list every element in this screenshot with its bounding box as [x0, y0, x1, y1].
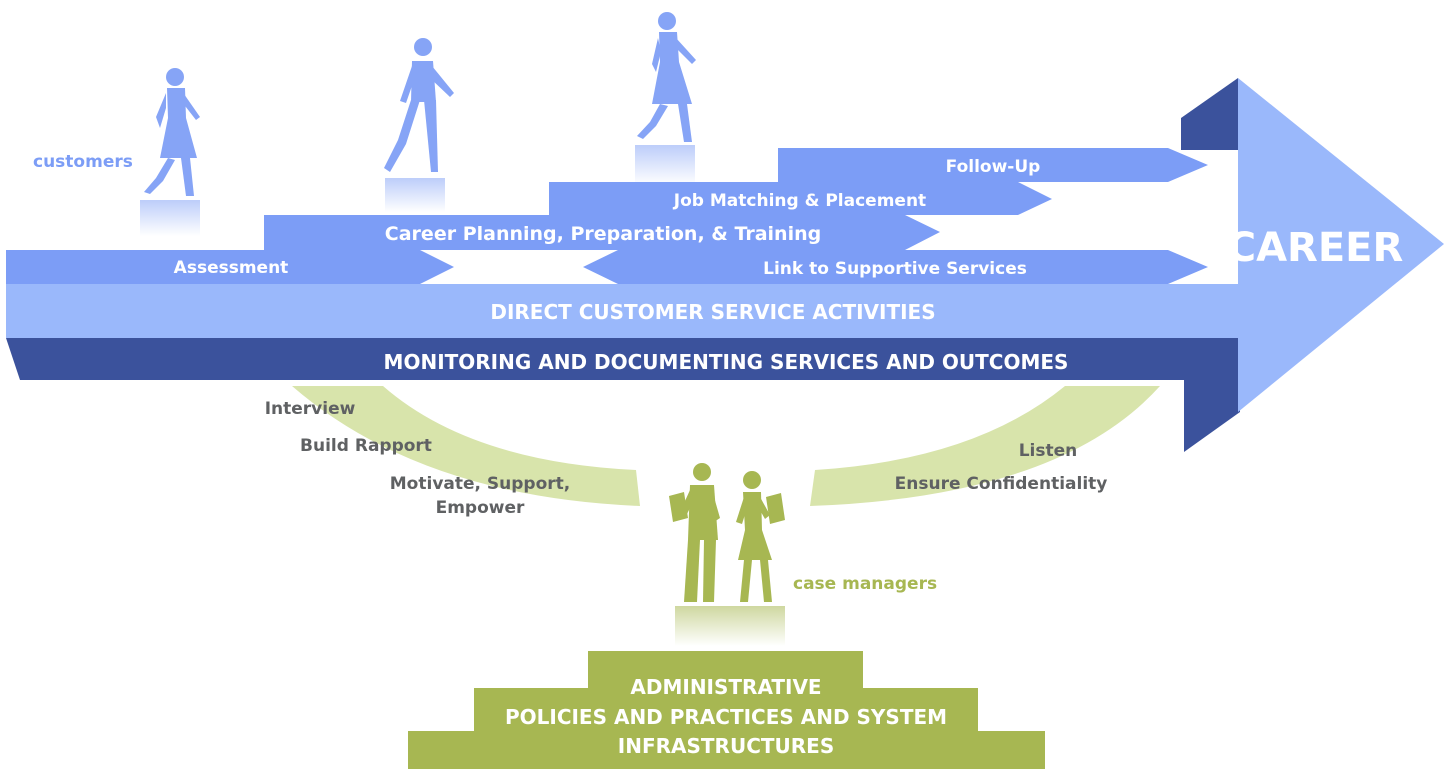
skill-interview: Interview — [265, 399, 356, 419]
support-arc-left — [292, 386, 640, 506]
arrow-upper-fold — [1181, 78, 1238, 150]
base-line-1: ADMINISTRATIVE — [630, 675, 821, 699]
monitoring-band — [6, 338, 1240, 380]
monitoring-label: MONITORING AND DOCUMENTING SERVICES AND … — [384, 350, 1069, 374]
case-manager-woman — [736, 471, 785, 602]
case-managers-label: case managers — [793, 574, 937, 594]
base-line-3: INFRASTRUCTURES — [618, 734, 834, 758]
step-follow-up-label: Follow-Up — [946, 157, 1041, 177]
customer-reflection-2 — [385, 178, 445, 212]
customers-label: customers — [33, 152, 133, 172]
customer-figure-woman-2 — [637, 12, 696, 142]
career-label: CAREER — [1227, 225, 1404, 271]
step-follow-up — [778, 148, 1208, 182]
step-link-supportive-label: Link to Supportive Services — [763, 259, 1027, 279]
customer-figure-man — [384, 38, 454, 172]
direct-service-band — [6, 284, 1240, 338]
customer-reflection-1 — [140, 200, 200, 236]
case-manager-reflection — [675, 606, 785, 646]
step-job-matching — [549, 182, 1052, 215]
skill-build-rapport: Build Rapport — [300, 436, 432, 456]
customer-figure-woman-1 — [144, 68, 200, 196]
step-assessment-label: Assessment — [174, 258, 289, 278]
base-line-2: POLICIES AND PRACTICES AND SYSTEM — [505, 705, 947, 729]
step-job-matching-label: Job Matching & Placement — [673, 191, 926, 211]
customer-reflection-3 — [635, 145, 695, 185]
step-link-supportive — [583, 250, 1208, 284]
support-arc-right — [810, 386, 1160, 506]
skill-ensure-confidentiality: Ensure Confidentiality — [895, 474, 1108, 494]
step-assessment — [6, 250, 454, 284]
skill-motivate-line2: Empower — [436, 498, 525, 518]
skill-motivate-line1: Motivate, Support, — [390, 474, 570, 494]
skill-listen: Listen — [1019, 441, 1078, 461]
case-manager-man — [669, 463, 720, 602]
administrative-base — [408, 651, 1045, 769]
step-career-planning-label: Career Planning, Preparation, & Training — [385, 223, 821, 245]
career-arrow — [1238, 78, 1444, 412]
step-career-planning — [264, 215, 940, 250]
direct-service-label: DIRECT CUSTOMER SERVICE ACTIVITIES — [490, 300, 935, 324]
